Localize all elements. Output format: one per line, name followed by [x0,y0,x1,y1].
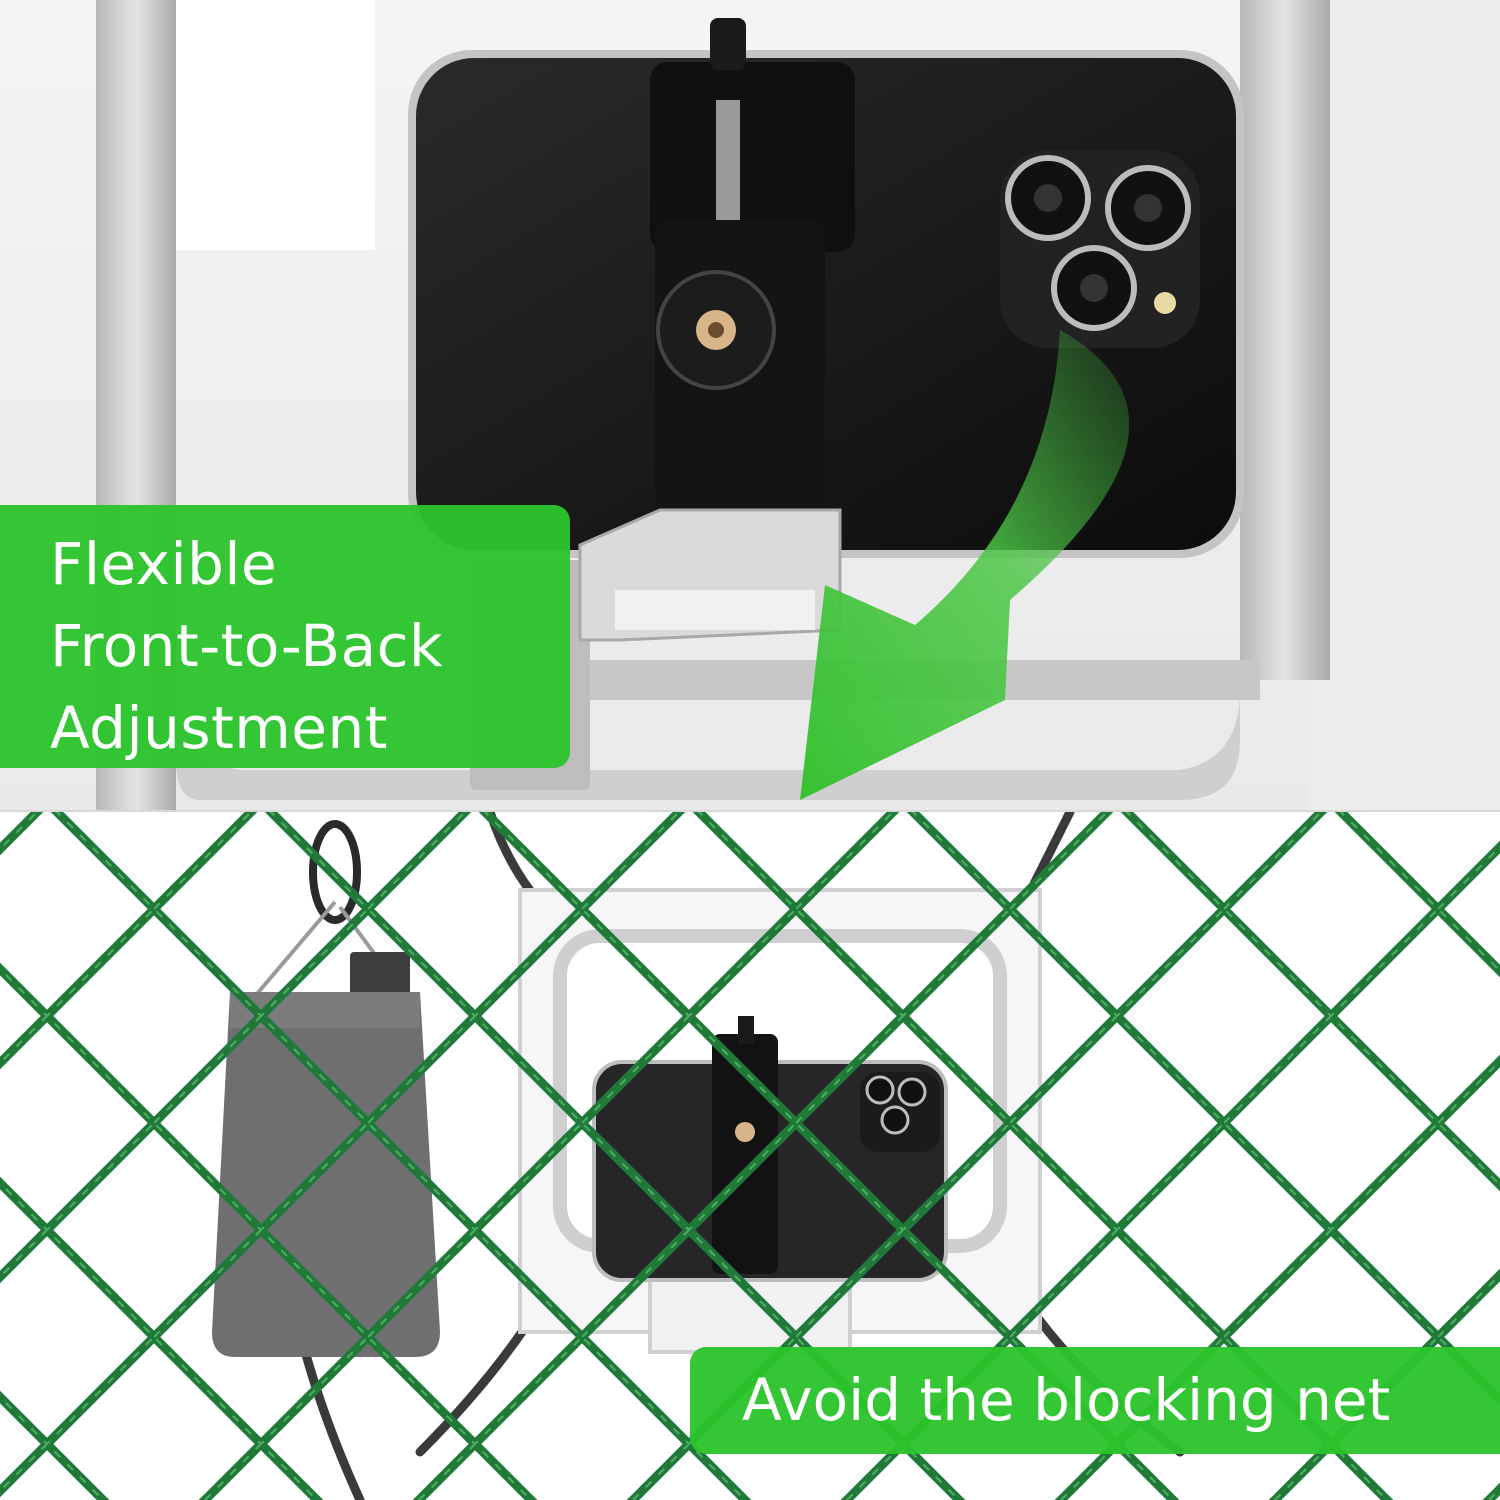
callout-avoid-net: Avoid the blocking net [690,1347,1500,1454]
top-panel-closeup: Flexible Front-to-Back Adjustment [0,0,1500,810]
background-panel [175,0,375,250]
panel-divider [0,810,1500,812]
callout-avoid-net-text: Avoid the blocking net [742,1366,1391,1434]
phone-clamp-icon [650,18,855,540]
callout-line-1: Flexible [50,530,278,598]
lower-bracket [578,508,842,642]
callout-line-3: Adjustment [50,694,388,762]
callout-line-2: Front-to-Back [50,612,444,680]
callout-front-to-back: Flexible Front-to-Back Adjustment [0,505,570,768]
adjustment-arrow-icon [800,330,1130,800]
bottom-panel-fence: Avoid the blocking net [0,812,1500,1500]
background-wall [1310,0,1500,810]
closeup-scene [96,0,1500,810]
camera-module-icon [1000,150,1200,348]
